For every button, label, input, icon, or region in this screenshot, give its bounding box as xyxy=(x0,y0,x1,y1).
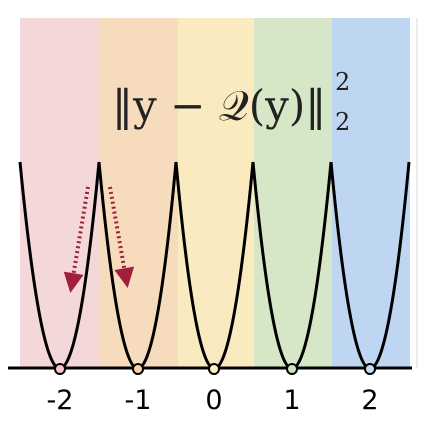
tick-label-1: 1 xyxy=(283,385,300,416)
band-2 xyxy=(332,18,410,368)
formula-superscript: 2 xyxy=(335,68,350,96)
tick-labels: -2 -1 0 1 2 xyxy=(47,385,379,416)
band-group xyxy=(20,18,410,368)
formula-main: ‖y − 𝒬(y)‖ xyxy=(112,81,326,130)
point-minus-2 xyxy=(54,363,66,375)
tick-label-2: 2 xyxy=(361,385,378,416)
tick-label-0: 0 xyxy=(205,385,222,416)
point-group xyxy=(54,363,376,375)
formula: ‖y − 𝒬(y)‖ 2 2 xyxy=(112,68,350,136)
arrow-left xyxy=(63,186,90,293)
gradient-arrows xyxy=(63,186,135,293)
band-0 xyxy=(178,18,254,368)
band-1 xyxy=(254,18,332,368)
point-0 xyxy=(208,363,220,375)
tick-label-minus-2: -2 xyxy=(47,385,74,416)
tick-label-minus-1: -1 xyxy=(125,385,152,416)
formula-subscript: 2 xyxy=(335,108,350,136)
point-minus-1 xyxy=(132,363,144,375)
arrow-right xyxy=(108,186,135,288)
point-2 xyxy=(364,363,376,375)
point-1 xyxy=(286,363,298,375)
